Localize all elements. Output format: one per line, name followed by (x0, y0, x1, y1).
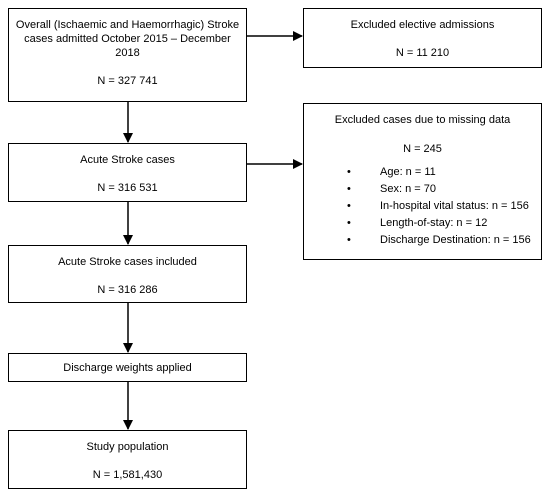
missing-count: N = 245 (403, 143, 442, 155)
bullet-icon: • (347, 166, 351, 178)
missing-discharge-destination: Discharge Destination: n = 156 (380, 234, 531, 246)
missing-length-of-stay: Length-of-stay: n = 12 (380, 217, 488, 229)
overall-label-line-1: Overall (Ischaemic and Haemorrhagic) Str… (15, 19, 240, 31)
missing-vital-status: In-hospital vital status: n = 156 (380, 200, 529, 212)
overall-count: N = 327 741 (97, 75, 158, 87)
included-label: Acute Stroke cases included (58, 256, 197, 268)
bullet-icon: • (347, 183, 351, 195)
list-item: • Sex: n = 70 (304, 181, 541, 198)
bullet-icon: • (347, 234, 351, 246)
study-population-box: Study population N = 1,581,430 (8, 430, 247, 489)
list-item: • Length-of-stay: n = 12 (304, 215, 541, 232)
list-item: • Discharge Destination: n = 156 (304, 232, 541, 249)
overall-stroke-cases-box: Overall (Ischaemic and Haemorrhagic) Str… (8, 8, 247, 102)
bullet-icon: • (347, 217, 351, 229)
list-item: • In-hospital vital status: n = 156 (304, 198, 541, 215)
discharge-weights-box: Discharge weights applied (8, 353, 247, 382)
elective-label: Excluded elective admissions (350, 19, 495, 31)
weights-label: Discharge weights applied (63, 362, 192, 374)
excluded-missing-data-box: Excluded cases due to missing data N = 2… (303, 103, 542, 260)
study-count: N = 1,581,430 (92, 469, 163, 481)
missing-data-list: • Age: n = 11 • Sex: n = 70 • In-hospita… (304, 164, 541, 249)
acute-count: N = 316 531 (97, 182, 158, 194)
acute-stroke-cases-box: Acute Stroke cases N = 316 531 (8, 143, 247, 202)
acute-label: Acute Stroke cases (80, 154, 175, 166)
included-count: N = 316 286 (97, 284, 158, 296)
list-item: • Age: n = 11 (304, 164, 541, 181)
excluded-elective-box: Excluded elective admissions N = 11 210 (303, 8, 542, 68)
study-label: Study population (86, 441, 169, 453)
acute-cases-included-box: Acute Stroke cases included N = 316 286 (8, 245, 247, 303)
bullet-icon: • (347, 200, 351, 212)
overall-label-line-3: 2018 (115, 47, 140, 59)
elective-count: N = 11 210 (395, 47, 450, 59)
missing-sex: Sex: n = 70 (380, 183, 436, 195)
missing-label: Excluded cases due to missing data (334, 114, 511, 126)
missing-age: Age: n = 11 (380, 166, 436, 178)
overall-label-line-2: cases admitted October 2015 – December (24, 33, 231, 45)
